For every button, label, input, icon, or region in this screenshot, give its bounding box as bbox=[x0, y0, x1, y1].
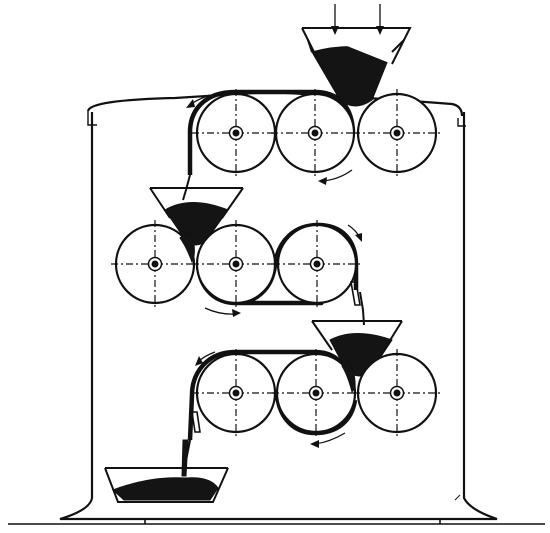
stage-2-roll-right bbox=[273, 220, 361, 308]
stage-1-rolls bbox=[186, 89, 441, 185]
base-plate bbox=[144, 518, 441, 524]
collector-tray bbox=[104, 467, 229, 503]
hopper-2 bbox=[149, 187, 244, 246]
feed-arrows bbox=[331, 4, 384, 35]
stage-1-belt bbox=[187, 89, 356, 175]
stage-3-roll-right bbox=[353, 349, 441, 437]
feed-hopper bbox=[301, 27, 412, 107]
stage-3-roll-middle bbox=[272, 349, 360, 437]
stage-2-roll-left bbox=[111, 220, 199, 308]
stage-3-rolls bbox=[187, 349, 441, 448]
chute-1 bbox=[182, 174, 191, 201]
chute-2 bbox=[350, 281, 365, 326]
stage-3-roll-left bbox=[192, 349, 280, 437]
stage-1-roll-right bbox=[353, 89, 441, 177]
machine-housing bbox=[59, 90, 498, 524]
stage-2-rolls bbox=[111, 220, 362, 317]
stage-2-rotation-arrow-bottom bbox=[204, 307, 237, 315]
